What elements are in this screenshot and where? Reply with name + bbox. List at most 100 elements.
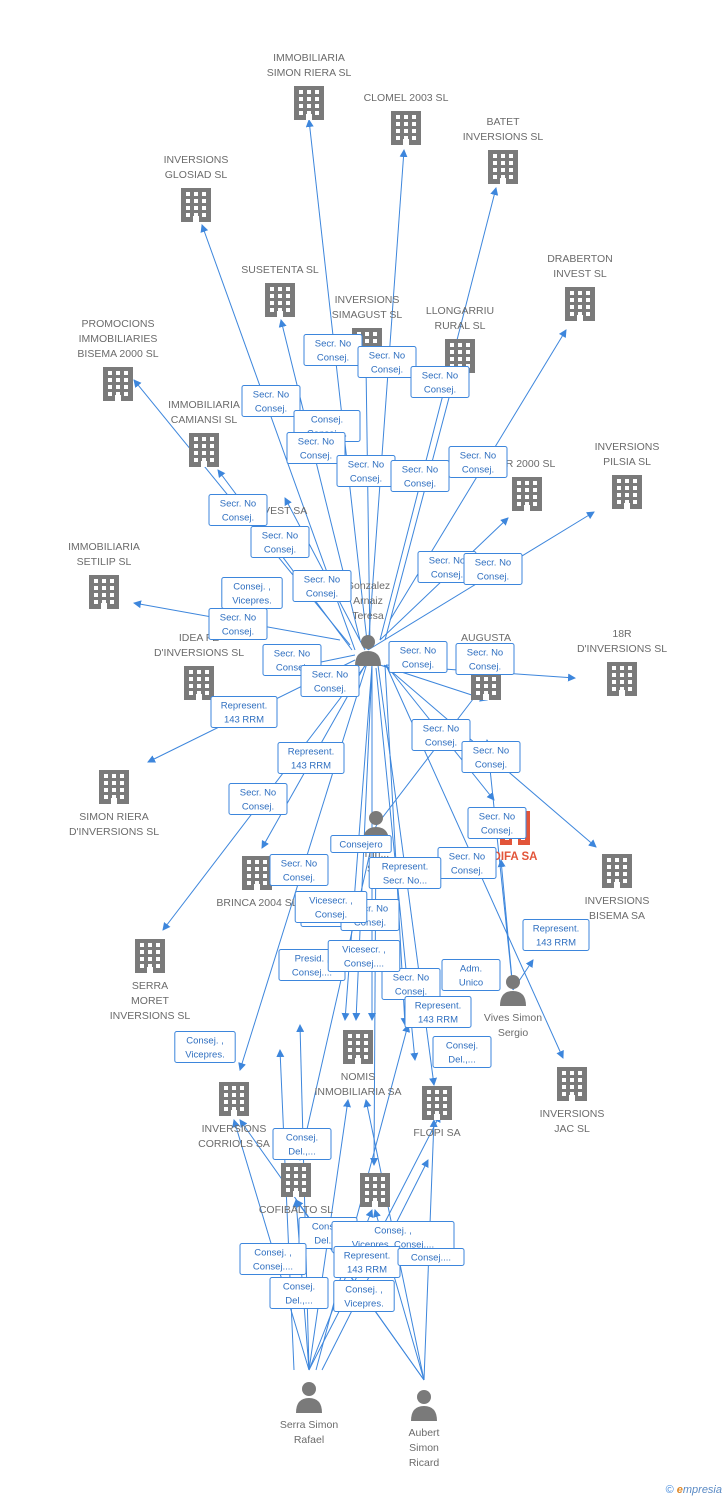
company-node-unlabeled-company[interactable] bbox=[360, 1173, 390, 1207]
edge-label-text: Consej. bbox=[402, 660, 434, 671]
company-label: 18R bbox=[612, 628, 632, 640]
company-label: SIMAGUST SL bbox=[332, 309, 403, 321]
edge-label-e40[interactable]: Consej. ,Vicepres. bbox=[174, 1031, 236, 1063]
edge-label-e38[interactable]: Consej.Del.,... bbox=[432, 1036, 492, 1068]
brand-logo-initial: e bbox=[676, 1484, 683, 1496]
edge-label-e48[interactable]: Consej. ,Vicepres. bbox=[333, 1280, 395, 1312]
edge-label-text: Consejero bbox=[339, 840, 382, 851]
edge-label-text: Consej. bbox=[424, 385, 456, 396]
relationship-edge bbox=[384, 374, 458, 641]
edge-label-e46[interactable]: Consej.... bbox=[397, 1248, 465, 1266]
footer-credit[interactable]: ©empresia bbox=[666, 1484, 722, 1496]
edge-label-text: Consej.... bbox=[292, 968, 332, 979]
company-node-idea-fe[interactable]: IDEA FED'INVERSIONS SL bbox=[154, 632, 244, 700]
edge-label-e37[interactable]: Adm.Unico bbox=[441, 959, 501, 991]
company-node-clomel[interactable]: CLOMEL 2003 SL bbox=[364, 92, 449, 145]
edge-label-text: Consej. bbox=[283, 1282, 315, 1293]
edge-label-e47[interactable]: Consej.Del.,... bbox=[269, 1277, 329, 1309]
edge-label-box bbox=[292, 570, 352, 602]
company-label: SERRA bbox=[132, 980, 168, 992]
edge-label-e30[interactable]: Represent.Secr. No... bbox=[368, 857, 442, 889]
edge-label-text: Presid. , bbox=[295, 954, 330, 965]
edge-label-e23[interactable]: Represent.143 RRM bbox=[277, 742, 345, 774]
edge-label-text: Secr. No bbox=[393, 973, 429, 984]
edge-label-e49[interactable]: Vicesecr. ,Consej. bbox=[294, 891, 368, 923]
edge-label-e43[interactable]: Consej. ,Vicepres.,Consej.... bbox=[331, 1221, 455, 1253]
edge-label-box bbox=[467, 807, 527, 839]
edge-label-e39[interactable]: Represent.143 RRM bbox=[404, 996, 472, 1028]
edge-label-text: Vicepres. bbox=[344, 1299, 383, 1310]
edge-label-e27[interactable]: Consejero bbox=[330, 835, 392, 853]
company-node-susetenta[interactable]: SUSETENTA SL bbox=[241, 264, 319, 317]
building-icon bbox=[89, 575, 119, 609]
edge-label-text: Consej. bbox=[306, 589, 338, 600]
edge-label-text: Consej.... bbox=[253, 1262, 293, 1273]
company-node-cofibalto[interactable]: COFIBALTO SL bbox=[259, 1163, 333, 1216]
edge-label-text: Consej. bbox=[312, 1222, 344, 1233]
edge-label-e21[interactable]: Represent.143 RRM bbox=[210, 696, 278, 728]
edge-label-e34[interactable]: Represent.143 RRM bbox=[522, 919, 590, 951]
edge-label-e44[interactable]: Consej. ,Consej.... bbox=[239, 1243, 307, 1275]
edge-label-text: 143 RRM bbox=[536, 938, 576, 949]
edge-label-e36[interactable]: Vicesecr. ,Consej.... bbox=[327, 940, 401, 972]
edge-label-e15[interactable]: Consej. ,Vicepres. bbox=[221, 577, 283, 609]
relationship-edge bbox=[296, 1024, 310, 1371]
edge-label-box bbox=[174, 1031, 236, 1063]
company-node-brinca[interactable]: BRINCA 2004 SL bbox=[216, 856, 298, 909]
company-node-flopi[interactable]: FLOPI SA bbox=[413, 1086, 461, 1139]
edge-label-box bbox=[333, 1280, 395, 1312]
edge-label-text: Consej. , bbox=[233, 582, 271, 593]
edge-label-e45[interactable]: Represent.143 RRM bbox=[333, 1246, 401, 1278]
edge-label-e41[interactable]: Consej.Del.,... bbox=[272, 1128, 332, 1160]
person-label: Simon bbox=[409, 1442, 439, 1454]
company-node-ar-2000[interactable]: AR 2000 SL bbox=[499, 458, 556, 511]
edge-label-text: Del.,... bbox=[288, 1147, 315, 1158]
company-label: IMMOBILIARIA bbox=[273, 52, 345, 64]
relationship-edge bbox=[362, 364, 371, 646]
